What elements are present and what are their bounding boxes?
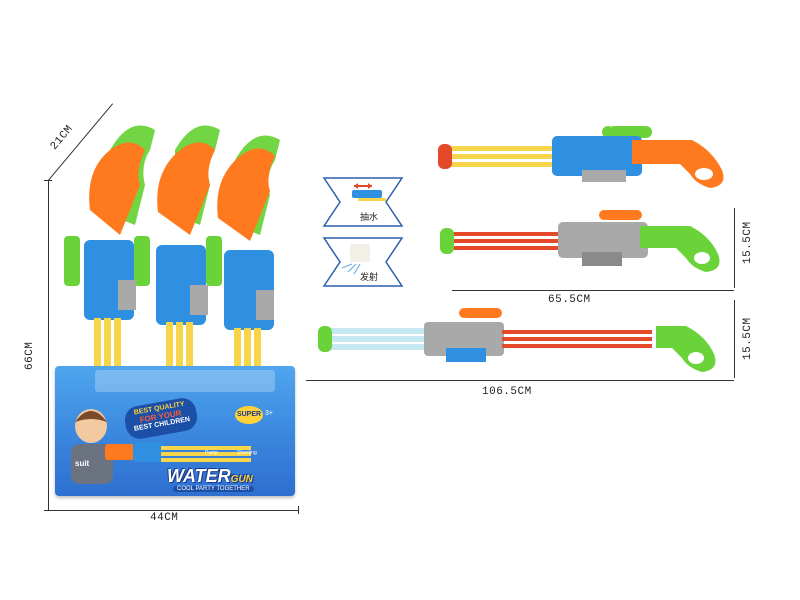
gun-extended bbox=[318, 308, 716, 372]
packaging-box: suit BEST QUALITY FOR YOUR BEST CHILDREN… bbox=[55, 366, 295, 496]
brand-sub-text: GUN bbox=[230, 474, 253, 485]
pump-label: 抽水 bbox=[360, 212, 379, 222]
brand-main-text: WATER bbox=[167, 466, 231, 486]
svg-text:suit: suit bbox=[75, 459, 90, 468]
kid-illustration: suit bbox=[71, 409, 113, 484]
gun-grey-green bbox=[440, 210, 720, 272]
box-gun-illustration bbox=[105, 442, 251, 462]
gun2-height-line bbox=[734, 208, 735, 288]
height-dimension-line bbox=[48, 180, 49, 510]
width-dimension-line bbox=[48, 510, 298, 511]
gun3-height-line bbox=[734, 300, 735, 378]
tagline: COOL PARTY TOGETHER bbox=[173, 486, 254, 492]
super-badge: SUPER bbox=[235, 406, 263, 424]
gun3-length-line bbox=[306, 380, 734, 381]
gun2-height-label: 15.5CM bbox=[742, 221, 754, 264]
pump-caption: Pump bbox=[205, 450, 219, 456]
shoot-label: 发射 bbox=[360, 272, 379, 282]
orange-stock-3 bbox=[217, 148, 275, 241]
gun3-height-label: 15.5CM bbox=[742, 317, 754, 360]
pump-inset: 抽水 bbox=[322, 176, 404, 228]
shoot-caption: Shooting bbox=[237, 450, 257, 456]
shoot-inset: 发射 bbox=[322, 236, 404, 288]
gun2-length-label: 65.5CM bbox=[548, 294, 591, 306]
orange-stock-2 bbox=[157, 142, 215, 235]
age-label: 3+ bbox=[265, 410, 273, 417]
width-label: 44CM bbox=[150, 512, 179, 524]
gun-blue-orange bbox=[438, 126, 724, 188]
orange-stock-1 bbox=[89, 142, 145, 235]
gun3-length-label: 106.5CM bbox=[482, 386, 532, 398]
height-label: 66CM bbox=[24, 341, 36, 370]
gun2-length-line bbox=[452, 290, 734, 291]
brand-logo: WATERGUN bbox=[167, 466, 253, 487]
